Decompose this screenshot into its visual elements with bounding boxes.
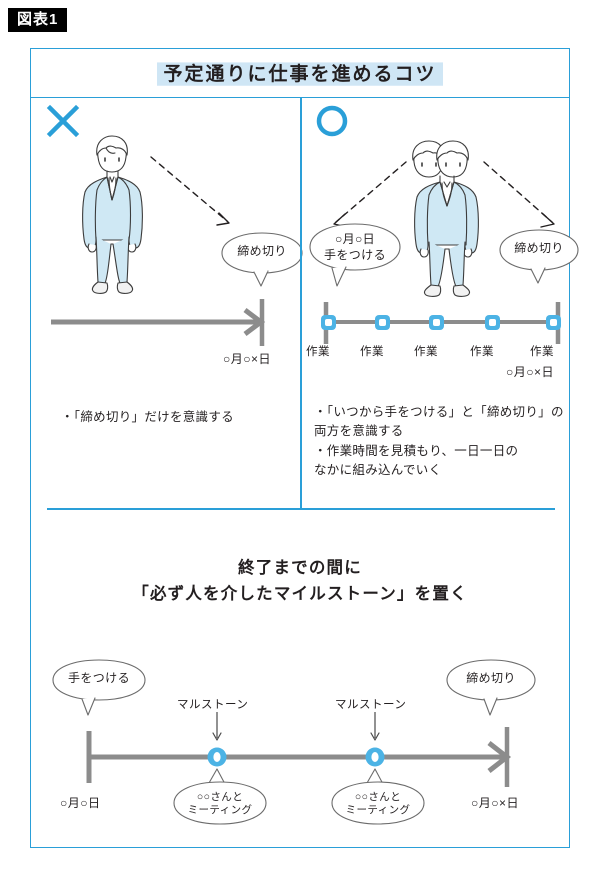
caption-good: ・「いつから手をつける」と「締め切り」の 両方を意識する ・作業時間を見積もり、… [314,405,564,478]
caption-bad: ・「締め切り」だけを意識する [61,410,234,424]
milestone-timeline [86,727,512,787]
end-bubble: 締め切り [496,228,582,286]
comparison-panels: 締め切り ○月○×日 ・「締め切り」だけを意識する [31,98,579,508]
timeline-bad [51,299,266,346]
timeline-bad-date: ○月○×日 [223,352,272,366]
milestone-pointer-arrow [212,712,222,741]
milestone-bubble: ○○さんと ミーティング [169,767,271,829]
task-label: 作業 [306,346,330,358]
milestone-start-date: ○月○日 [60,796,101,810]
milestone-pointer-arrow [370,712,380,741]
panel-good-example: ○月○日 手をつける 締め切り [300,98,579,508]
task-label: 作業 [360,346,384,358]
two-businessmen-illustration [412,140,479,297]
timeline-good [321,302,561,344]
circle-mark-icon [316,105,348,137]
figure-title-row: 予定通りに仕事を進めるコツ [31,49,569,98]
task-label: 作業 [470,346,494,358]
bottom-end-bubble-text: 締め切り [466,671,516,685]
deadline-bubble-text: 締め切り [237,244,287,258]
milestone-bubble: ○○さんと ミーティング [327,767,429,829]
end-bubble-text: 締め切り [514,241,564,255]
milestone-end-date: ○月○×日 [471,796,520,810]
timeline-good-date: ○月○×日 [506,365,555,379]
businessman-illustration [82,135,143,294]
deadline-bubble: 締め切り [218,231,306,289]
start-bubble: ○月○日 手をつける [306,222,404,290]
milestone-label: マルストーン [335,699,407,711]
bottom-end-bubble: 締め切り [443,658,539,718]
page-title: 予定通りに仕事を進めるコツ [157,58,443,88]
gaze-arrow-right-dashed [483,161,555,228]
start-bubble-text: ○月○日 手をつける [323,232,386,262]
milestone-bubble-text: ○○さんと ミーティング [187,791,253,817]
cross-mark-icon [46,104,80,138]
section-horizontal-divider [47,508,555,510]
task-label: 作業 [414,346,438,358]
panel-bad-example: 締め切り ○月○×日 ・「締め切り」だけを意識する [31,98,303,508]
figure-frame: 予定通りに仕事を進めるコツ [30,48,579,848]
milestone-label: マルストーン [177,699,249,711]
milestone-section: 終了までの間に 「必ず人を介したマイルストーン」を置く 手をつける 締め切り マ… [31,509,569,847]
panel-vertical-divider [300,98,302,508]
figure-badge-label: 図表1 [17,11,59,28]
task-label: 作業 [530,346,554,358]
bottom-start-bubble: 手をつける [49,658,149,718]
milestone-bubble-text: ○○さんと ミーティング [345,791,411,817]
milestone-section-heading: 終了までの間に 「必ず人を介したマイルストーン」を置く [132,559,468,603]
bottom-start-bubble-text: 手をつける [67,671,130,685]
gaze-arrow-dashed [150,156,230,226]
figure-badge: 図表1 [8,8,68,32]
